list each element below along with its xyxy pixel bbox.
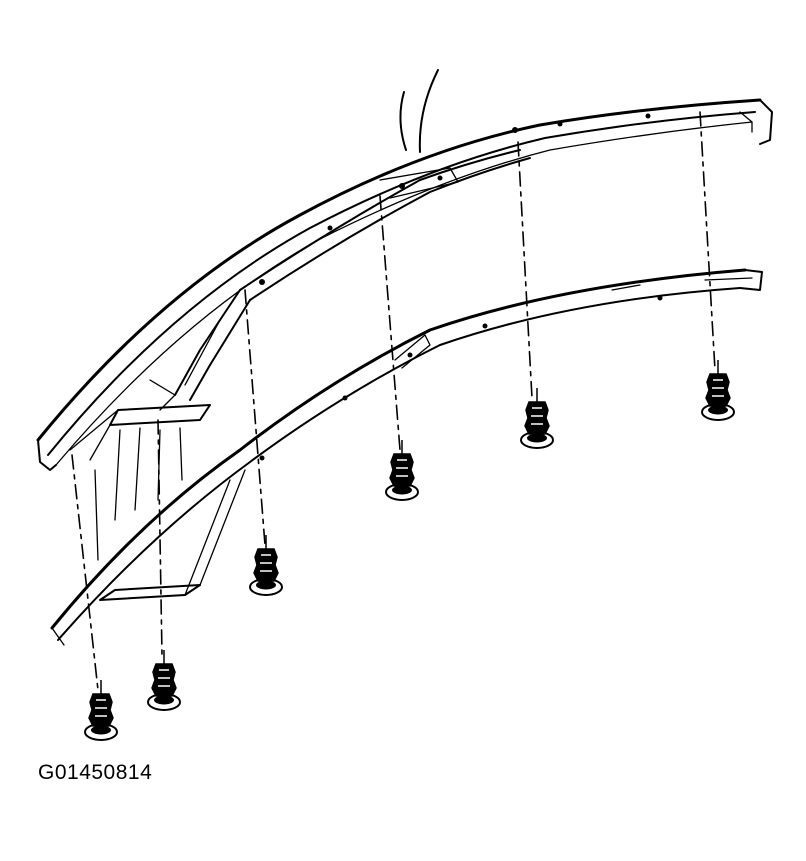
figure-id-label: G01450814 — [38, 761, 153, 784]
push-pin-retainer-icon — [385, 439, 419, 501]
alignment-lines — [71, 111, 716, 691]
push-pin-retainer-icon — [147, 649, 181, 711]
pillar-bracket — [69, 289, 251, 561]
push-pin-retainer-icon — [520, 387, 554, 449]
push-pin-retainer-icon — [249, 534, 283, 596]
roof-pillar-body — [36, 69, 773, 471]
upper-retainer-strip — [239, 113, 651, 301]
lower-molding — [50, 268, 763, 646]
push-pin-retainer-icon — [84, 679, 118, 741]
push-pin-retainer-icon — [701, 359, 735, 421]
